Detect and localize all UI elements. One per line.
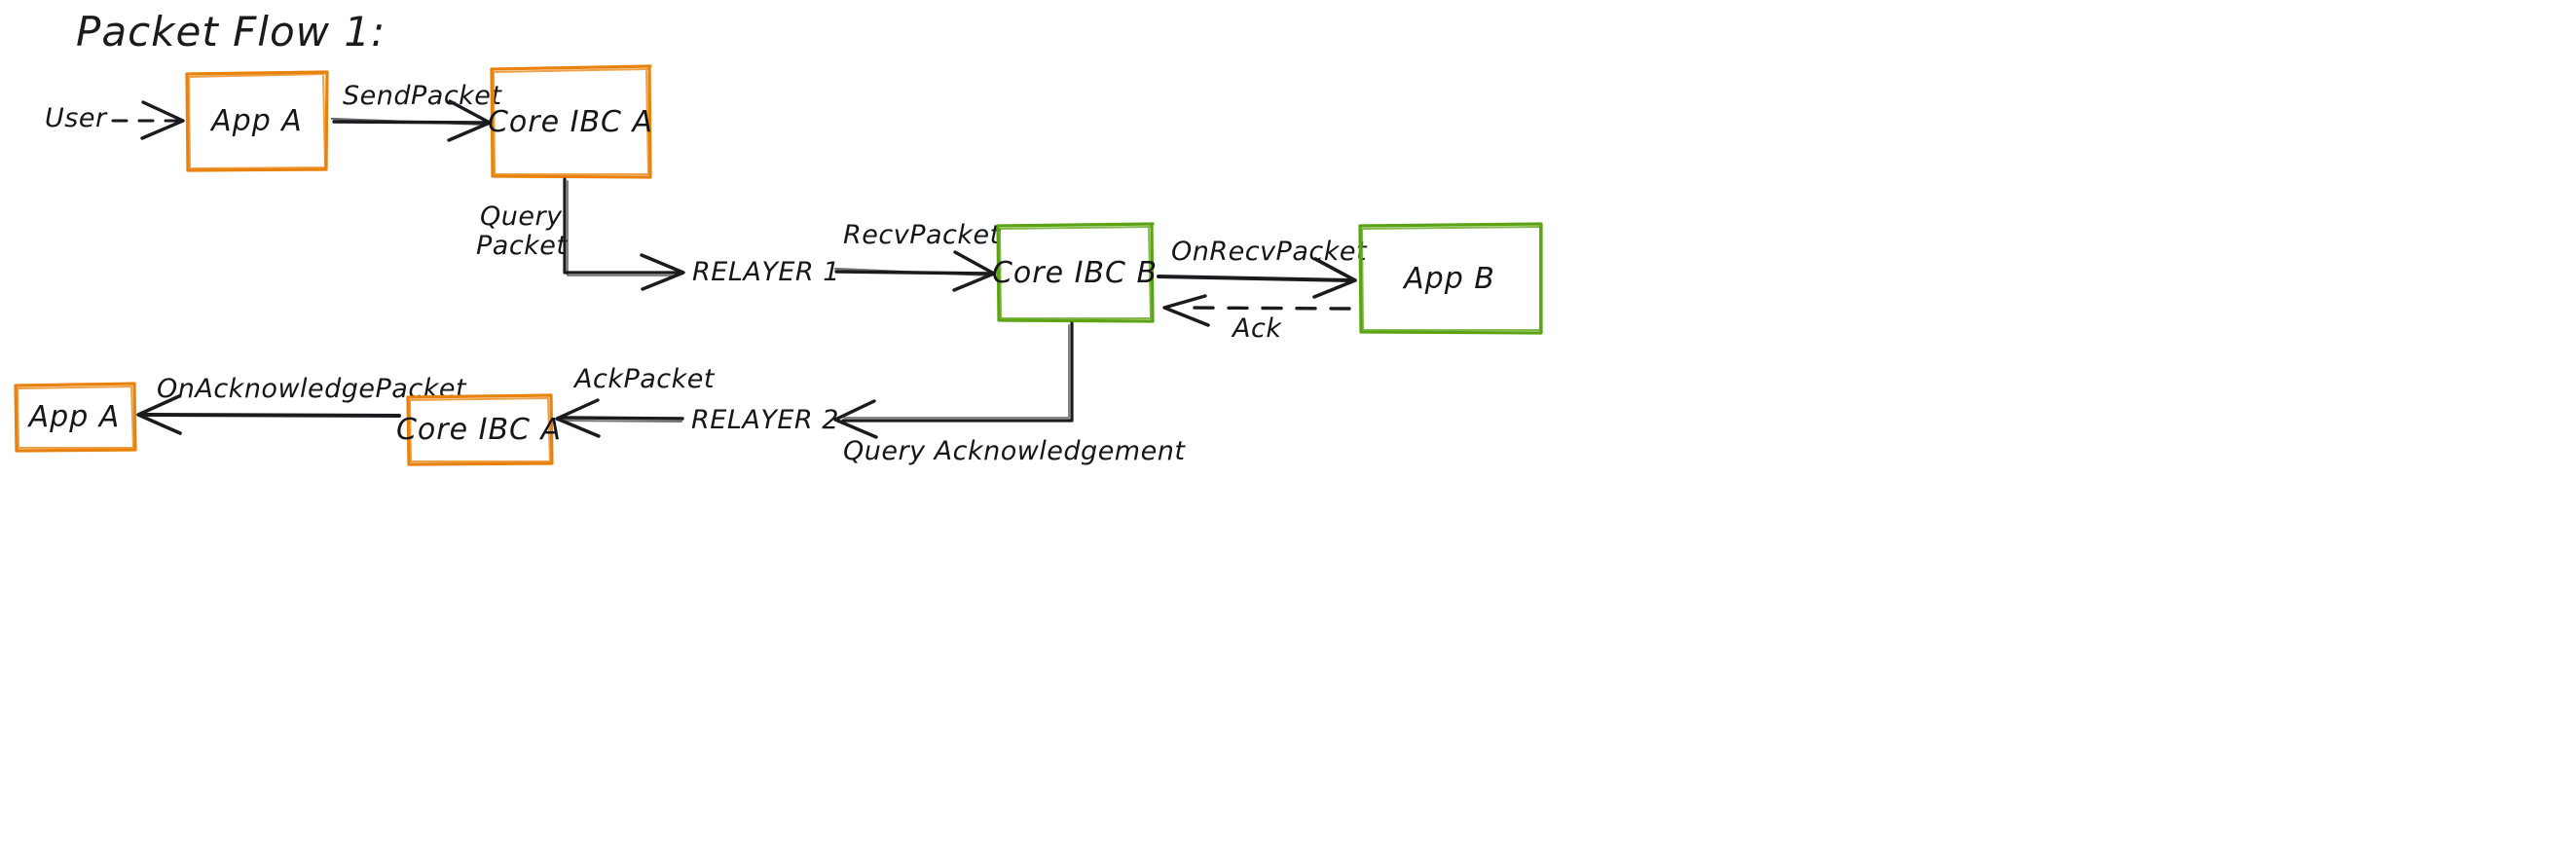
sketch-border-orange — [185, 70, 329, 172]
node-core-ibc-a-bottom[interactable]: Core IBC A — [396, 393, 561, 466]
edge-label-ack: Ack — [1233, 313, 1282, 344]
edge-label-send-packet: SendPacket — [343, 81, 502, 111]
sketch-border-green — [996, 222, 1155, 323]
edge-label-query-packet-line1: Query — [480, 202, 563, 232]
edge-recv-packet — [833, 250, 996, 292]
node-label: App B — [1404, 261, 1495, 296]
text-node-relayer-2: RELAYER 2 — [691, 405, 839, 435]
edge-query-packet — [563, 177, 685, 291]
edge-label-ack-packet: AckPacket — [574, 364, 715, 394]
node-label: App A — [28, 399, 121, 434]
text-node-relayer-1: RELAYER 1 — [692, 257, 840, 287]
edge-label-query-packet-line2: Packet — [476, 231, 568, 261]
edge-user-to-app-a — [111, 100, 185, 140]
node-label: App A — [211, 103, 303, 138]
node-label: Core IBC B — [991, 255, 1159, 290]
node-app-a-top[interactable]: App A — [185, 70, 329, 172]
sketch-border-orange — [490, 64, 652, 179]
sketch-border-orange — [14, 382, 137, 453]
page-title: Packet Flow 1: — [76, 8, 386, 55]
edge-label-recv-packet: RecvPacket — [843, 220, 1001, 250]
edge-label-on-recv-packet: OnRecvPacket — [1171, 237, 1368, 267]
edge-ack-packet — [555, 398, 684, 438]
node-core-ibc-b[interactable]: Core IBC B — [991, 222, 1159, 323]
edge-label-query-acknowledgement: Query Acknowledgement — [843, 436, 1186, 466]
node-app-a-bottom[interactable]: App A — [13, 382, 137, 453]
edge-label-on-acknowledge-packet: OnAcknowledgePacket — [157, 374, 467, 404]
sketch-border-orange — [406, 393, 554, 466]
node-core-ibc-a-top[interactable]: Core IBC A — [487, 64, 654, 179]
sketch-border-green — [1358, 222, 1543, 335]
node-label: Core IBC A — [395, 412, 563, 447]
text-node-user: User — [45, 103, 107, 133]
node-label: Core IBC A — [487, 104, 654, 139]
node-app-b[interactable]: App B — [1357, 222, 1543, 335]
edge-query-acknowledgement — [833, 321, 1074, 439]
